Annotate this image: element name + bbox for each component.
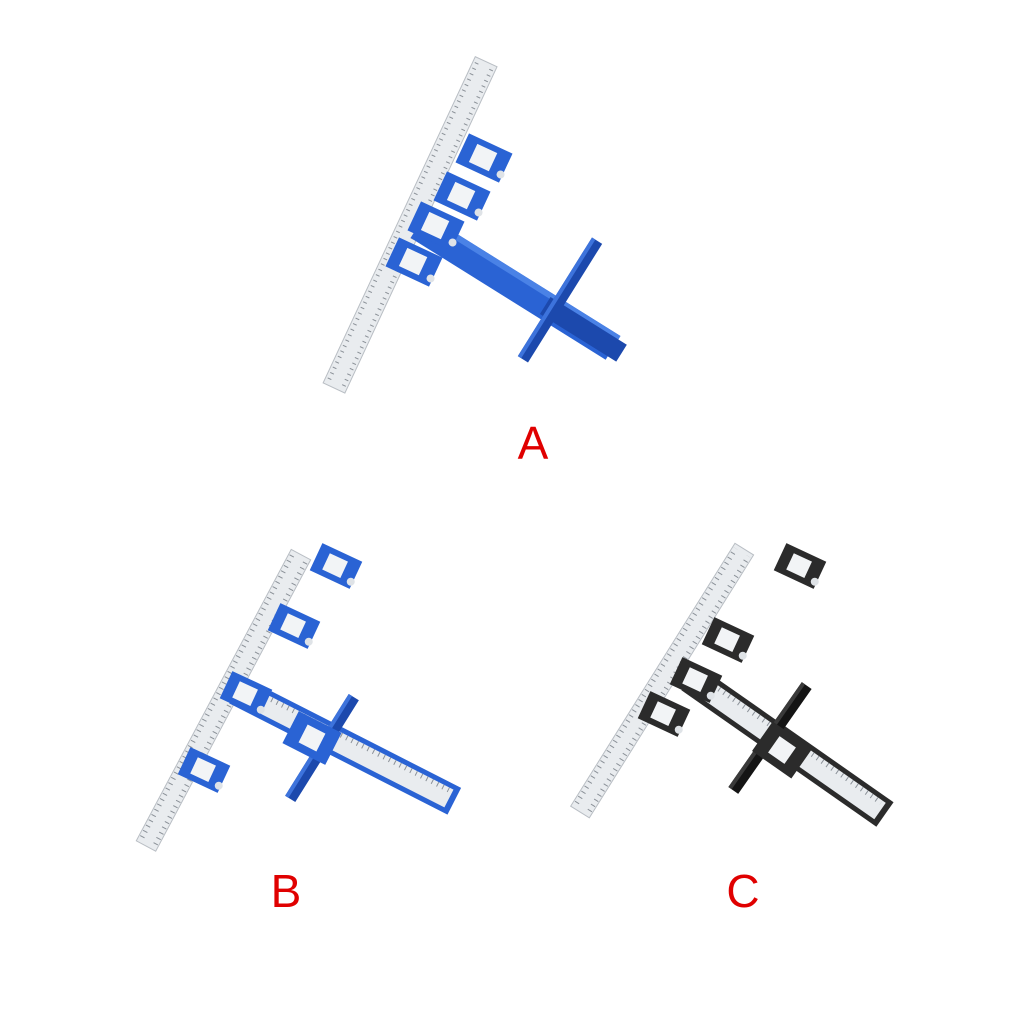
label-a: A bbox=[517, 417, 549, 469]
label-b: B bbox=[270, 865, 302, 917]
stops-b bbox=[177, 543, 363, 793]
bar-a bbox=[410, 214, 627, 362]
drill-guide-jig-c bbox=[569, 542, 894, 827]
label-c: C bbox=[726, 865, 760, 917]
fence-a bbox=[517, 237, 603, 363]
drill-guide-jig-b bbox=[135, 543, 462, 852]
stops-a bbox=[385, 133, 513, 287]
drill-guide-jig-a bbox=[322, 55, 627, 394]
bar-b bbox=[229, 676, 462, 815]
ruler-c bbox=[569, 542, 755, 819]
stops-c bbox=[637, 543, 827, 779]
